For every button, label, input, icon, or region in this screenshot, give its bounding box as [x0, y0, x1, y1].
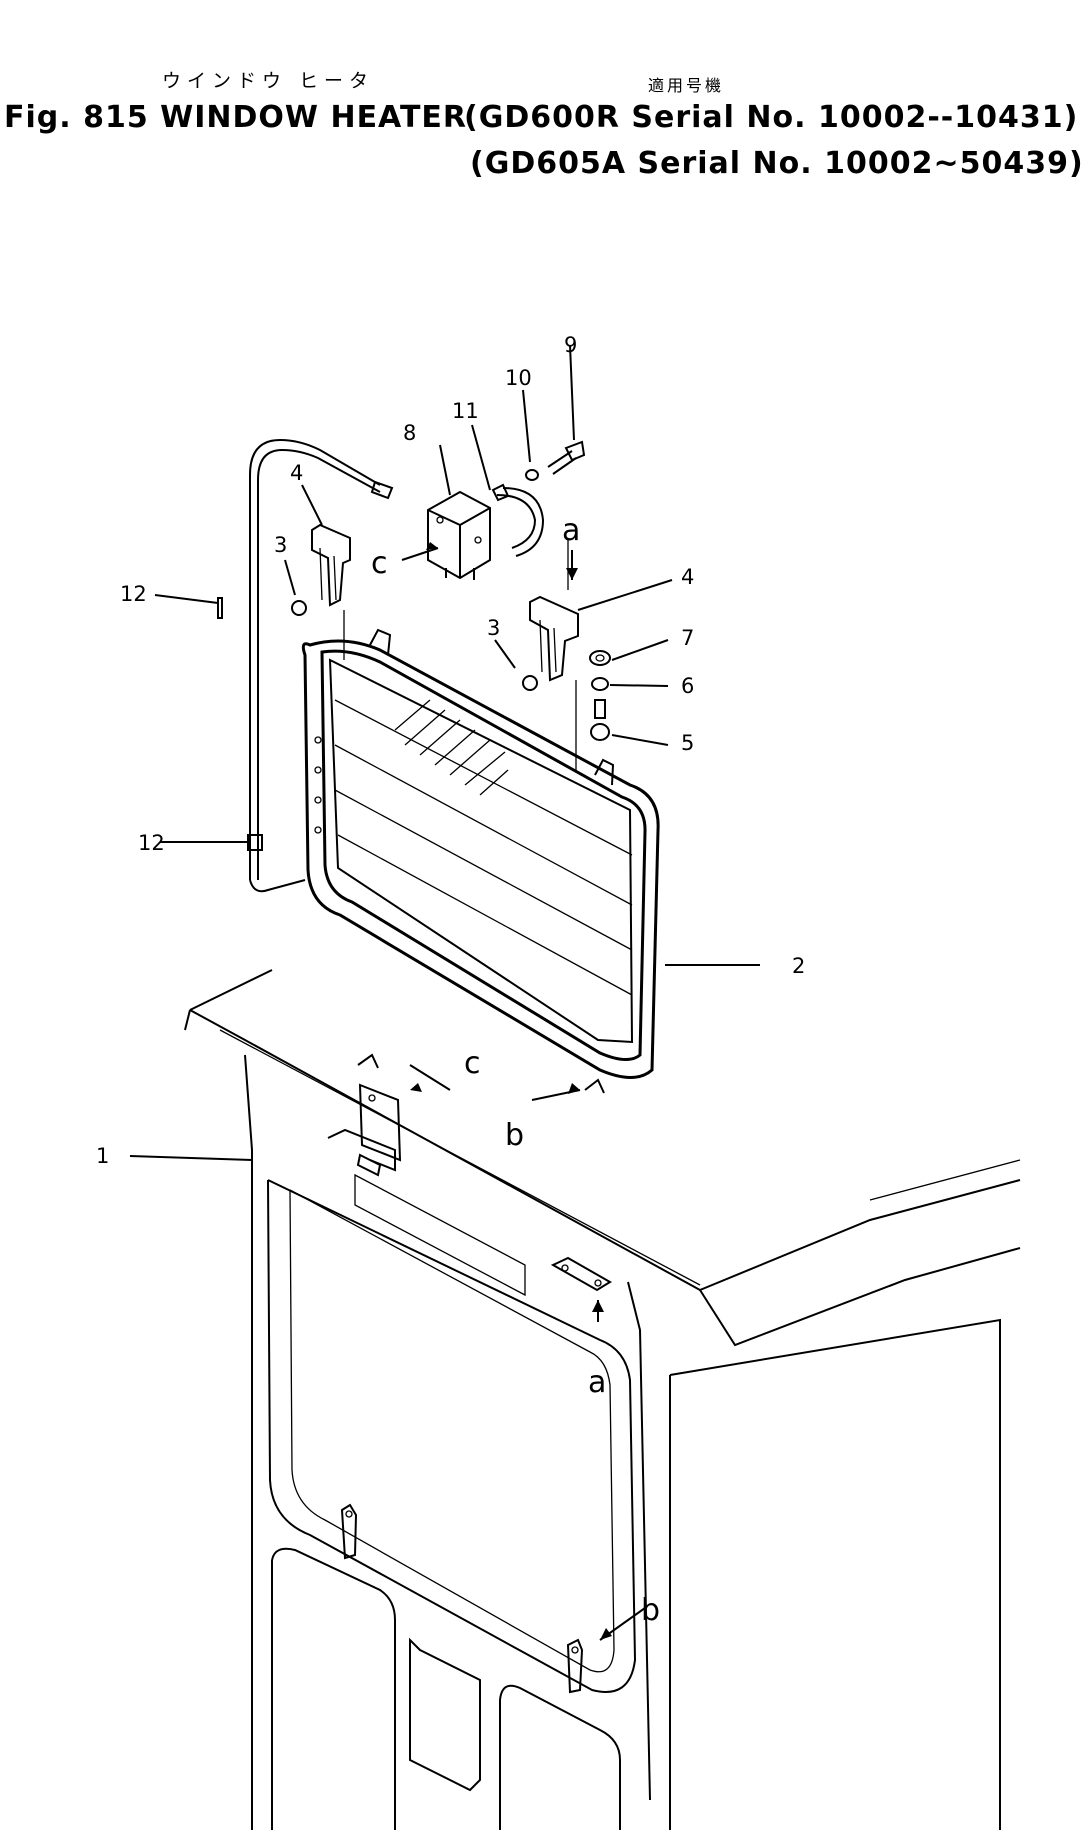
washers-and-bolt-5	[589, 650, 611, 741]
callout-12-top: 12	[120, 582, 147, 606]
serial-range-gd600r: (GD600R Serial No. 10002--10431)	[464, 100, 1079, 135]
callout-b-bottom: b	[641, 1593, 660, 1628]
cab-body	[184, 969, 1021, 1830]
figure-title: Fig. 815 WINDOW HEATER	[4, 100, 468, 135]
bracket-right	[529, 595, 579, 682]
callout-11: 11	[452, 399, 479, 423]
bracket-left	[311, 523, 351, 607]
connecting-cable	[491, 483, 545, 557]
washer-and-bolt	[525, 440, 586, 481]
callout-c-top: c	[371, 546, 388, 581]
japanese-applicable-note: 適用号機	[648, 76, 725, 95]
callout-6: 6	[681, 674, 694, 698]
windshield-clip-left	[340, 1503, 358, 1560]
serial-range-gd605a: (GD605A Serial No. 10002~50439)	[470, 146, 1084, 181]
callout-10: 10	[505, 366, 532, 390]
callout-3-left: 3	[274, 533, 287, 557]
callout-b-top: b	[505, 1118, 524, 1153]
assembly-guide-lines	[343, 540, 577, 770]
windshield-clip-b	[566, 1638, 584, 1694]
callout-a-top: a	[562, 513, 580, 548]
callout-2: 2	[792, 954, 805, 978]
leader-arrowheads	[410, 542, 612, 1640]
nut-right	[522, 675, 538, 691]
junction-box	[427, 490, 491, 580]
japanese-title: ウインドウ ヒータ	[162, 70, 375, 92]
callout-5: 5	[681, 731, 694, 755]
callout-7: 7	[681, 626, 694, 650]
leader-lines	[129, 344, 760, 1641]
callout-8: 8	[403, 421, 416, 445]
bracket-a-mount	[550, 1256, 612, 1292]
callout-c-bottom: c	[464, 1046, 481, 1081]
callout-a-bottom: a	[588, 1365, 606, 1400]
callout-12-bottom: 12	[138, 831, 165, 855]
callout-1: 1	[96, 1144, 109, 1168]
callout-3-right: 3	[487, 616, 500, 640]
callout-9: 9	[564, 333, 577, 357]
bracket-c-mount	[327, 1083, 402, 1177]
nut-left	[291, 600, 307, 616]
window-heater-panel	[301, 628, 660, 1094]
callout-4-left: 4	[290, 461, 303, 485]
heater-cable	[217, 438, 394, 893]
callout-4-right: 4	[681, 565, 694, 589]
